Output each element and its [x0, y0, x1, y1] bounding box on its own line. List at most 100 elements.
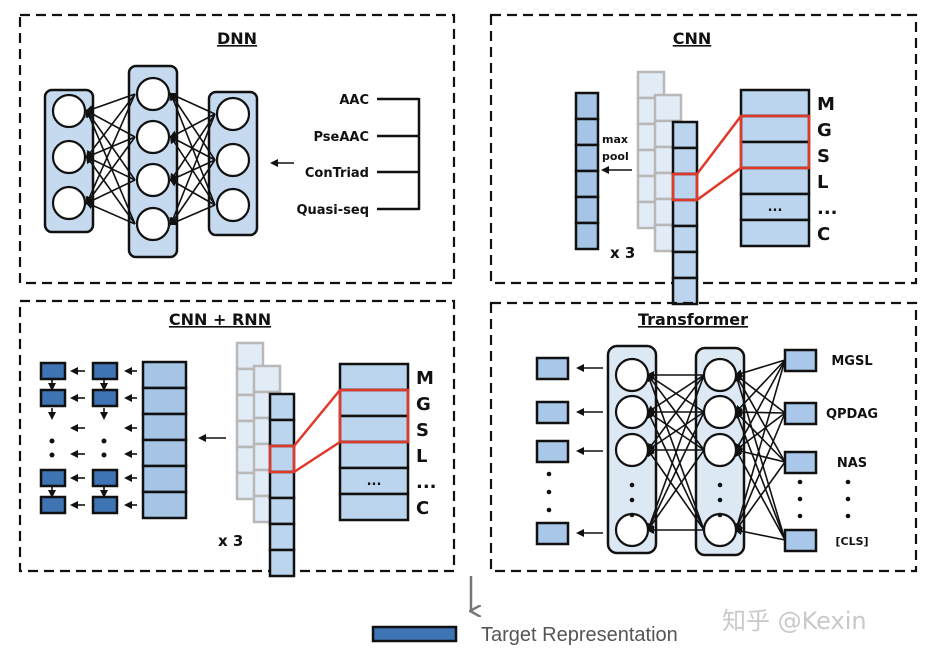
attention-edge	[734, 408, 786, 417]
dnn-feature-label: ConTriad	[305, 166, 369, 181]
input-ellipsis-dot	[797, 479, 803, 485]
dnn-edge	[85, 110, 136, 138]
cnn-sequence-row	[739, 114, 811, 144]
legend: Target Representation 知乎 @Kexin	[371, 576, 867, 646]
cnn-pooled-cell	[574, 195, 600, 225]
panel-cnn-rnn: CNN + RNN ...MGSL...C x 3	[18, 299, 456, 578]
transformer-ellipsis-dot	[717, 482, 723, 488]
cnn-sequence-row	[739, 140, 811, 170]
transformer-token-label: NAS	[837, 456, 867, 471]
rnn-cell	[91, 495, 119, 515]
legend-swatch	[371, 625, 458, 643]
transformer-ellipsis-dot	[717, 512, 723, 518]
dnn-edge	[85, 136, 136, 159]
dnn-neuron	[135, 76, 171, 112]
rnn-cell	[39, 495, 67, 515]
max-pool-label-2: pool	[602, 150, 629, 163]
cnn-rnn-repeat-label: x 3	[218, 532, 243, 550]
transformer-ellipsis-dot	[629, 482, 635, 488]
transformer-input-box	[783, 450, 818, 475]
rnn-residue-label: ...	[416, 472, 437, 493]
attention-edge	[735, 448, 786, 541]
rnn-feature-map-cell	[268, 418, 296, 448]
cnn-feature-map-cell	[671, 250, 699, 280]
dnn-neuron	[215, 142, 251, 178]
attention-edge	[646, 373, 705, 451]
cnn-sequence-ellipsis: ...	[768, 200, 783, 215]
dnn-edge	[169, 113, 216, 138]
rnn-cell	[91, 388, 119, 408]
rnn-residue-label: L	[416, 446, 427, 467]
rnn-input-cell	[141, 438, 188, 468]
dnn-edge	[169, 204, 216, 226]
dnn-feature-label: PseAAC	[313, 130, 369, 145]
dnn-neuron	[51, 185, 87, 221]
cnn-ghost-filter-cell	[653, 93, 683, 123]
transformer-neuron	[702, 357, 738, 393]
cnn-residue-label: M	[817, 94, 835, 115]
panel-cnn-title: CNN	[673, 29, 712, 48]
dnn-edge	[85, 109, 136, 181]
dnn-neuron	[135, 206, 171, 242]
dnn-feature-label: Quasi-seq	[296, 203, 369, 218]
attention-edge	[734, 412, 786, 452]
output-ellipsis-dot	[546, 471, 552, 477]
transformer-ellipsis-dot	[717, 497, 723, 503]
cnn-residue-label: L	[817, 172, 828, 193]
rnn-cell	[91, 361, 119, 381]
cnn-feature-map-cell	[671, 276, 699, 306]
cnn-residue-label: G	[817, 120, 832, 141]
transformer-neuron	[702, 394, 738, 430]
panel-dnn-border	[18, 13, 456, 285]
cnn-feature-map-cell	[671, 146, 699, 176]
cnn-kernel-link	[696, 166, 742, 202]
dnn-edge	[169, 179, 216, 206]
dnn-edge	[169, 92, 216, 115]
rnn-cell	[39, 388, 67, 408]
transformer-neuron	[702, 432, 738, 468]
panel-cnn-rnn-border	[18, 299, 456, 573]
rnn-feature-map-cell	[268, 496, 296, 526]
panel-transformer-title: Transformer	[638, 310, 748, 329]
transformer-token-label: QPDAG	[826, 407, 878, 422]
transformer-input-box	[783, 348, 818, 373]
cnn-sequence-row	[739, 166, 811, 196]
cnn-feature-map-cell	[671, 224, 699, 254]
rnn-sequence-row	[338, 362, 410, 392]
cnn-repeat-label: x 3	[610, 244, 635, 262]
attention-edge	[734, 527, 786, 541]
rnn-ellipsis-dot	[49, 438, 55, 444]
transformer-output-box	[535, 439, 570, 464]
dnn-neuron	[215, 187, 251, 223]
rnn-residue-label: G	[416, 394, 431, 415]
rnn-feature-map-cell	[268, 392, 296, 422]
dnn-neuron	[51, 139, 87, 175]
dnn-edge	[169, 92, 216, 206]
attention-edge	[734, 410, 786, 463]
dnn-feature-label: AAC	[339, 93, 369, 108]
output-ellipsis-dot	[546, 507, 552, 513]
dnn-edge	[85, 155, 136, 225]
transformer-output-box	[535, 356, 570, 381]
transformer-neuron	[614, 432, 650, 468]
cnn-feature-map-cell	[671, 172, 699, 202]
rnn-sequence-row	[338, 492, 410, 522]
cnn-residue-label: C	[817, 224, 830, 245]
input-ellipsis-dot	[797, 513, 803, 519]
rnn-kernel-output	[268, 444, 296, 474]
dnn-edge	[85, 93, 136, 205]
dnn-neuron	[215, 96, 251, 132]
dnn-edge	[169, 113, 216, 226]
attention-edge	[734, 410, 786, 541]
cnn-feature-map-cell	[671, 120, 699, 150]
attention-edge	[735, 373, 786, 463]
attention-edge	[734, 373, 786, 414]
rnn-ellipsis-dot	[101, 452, 107, 458]
transformer-neuron	[702, 512, 738, 548]
attention-edge	[734, 359, 786, 378]
transformer-ellipsis-dot	[629, 497, 635, 503]
rnn-ghost-filter-cell	[252, 364, 282, 394]
rnn-kernel-link	[293, 389, 341, 447]
rnn-cell	[39, 468, 67, 488]
